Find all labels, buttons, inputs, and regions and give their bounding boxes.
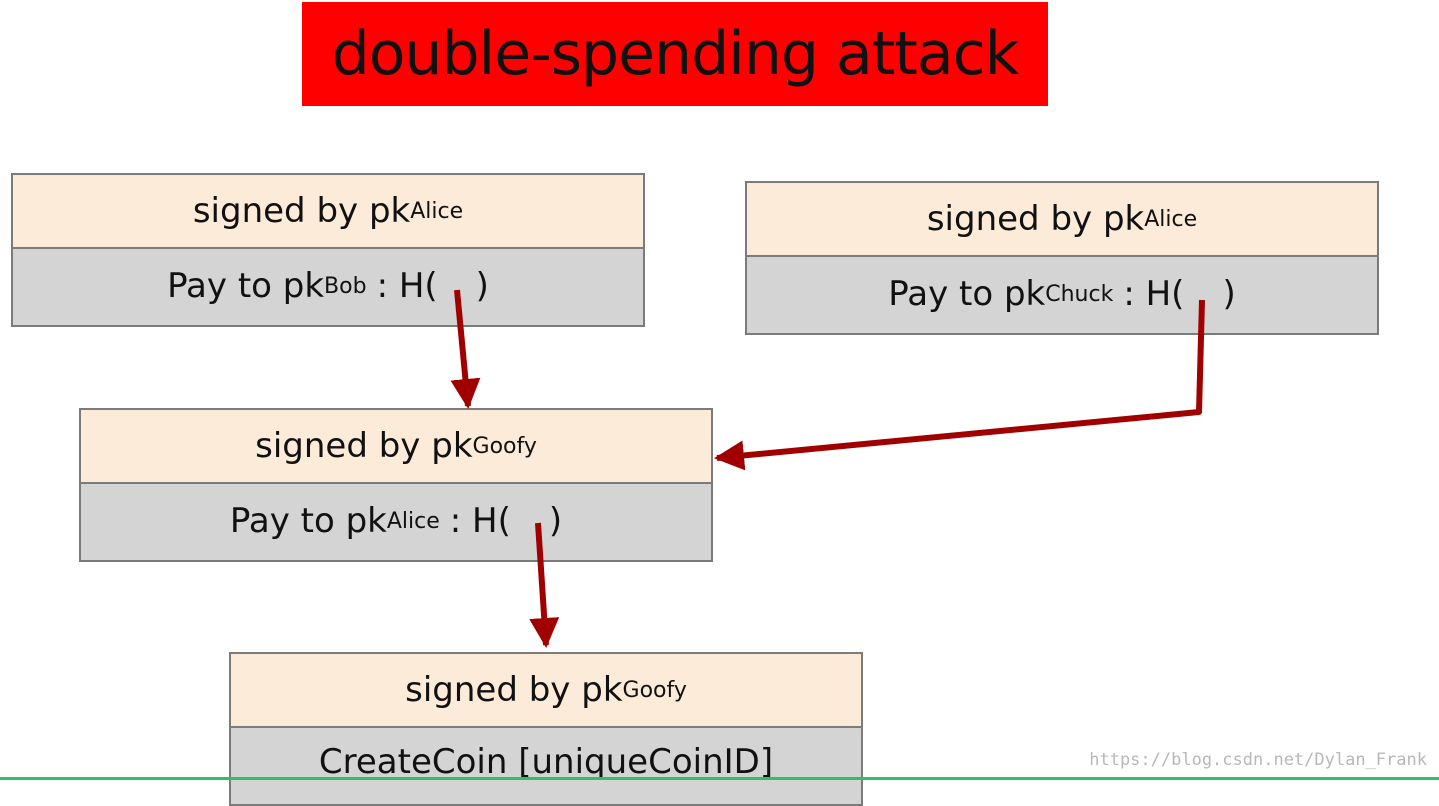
signed-by-label: signed by pk — [255, 426, 473, 466]
bottom-strip — [0, 777, 1439, 780]
payee-subscript: Alice — [386, 508, 440, 534]
hash-pointer-arrows — [450, 289, 1205, 648]
hash-close: ) — [475, 266, 489, 306]
pay-to-label: Pay to pk — [229, 501, 387, 541]
payee-subscript: Bob — [324, 273, 367, 299]
arrow-bob-to-goofy — [450, 289, 481, 409]
create-coin-label: CreateCoin [uniqueCoinID] — [318, 742, 774, 782]
hash-open: : H( — [376, 266, 438, 306]
signed-by-label: signed by pk — [926, 199, 1145, 239]
pay-to-label: Pay to pk — [888, 274, 1046, 314]
signed-by-label: signed by pk — [192, 191, 411, 231]
signer-subscript: Goofy — [472, 433, 537, 459]
signer-subscript: Alice — [410, 198, 464, 224]
hash-open: : H( — [1123, 274, 1185, 314]
arrow-goofy-to-createcoin — [529, 522, 560, 648]
signed-by-label: signed by pk — [405, 670, 623, 710]
tx-create-row: CreateCoin [uniqueCoinID] — [231, 728, 861, 802]
hash-open: : H( — [449, 501, 511, 541]
hash-close: ) — [548, 501, 563, 541]
watermark-text: https://blog.csdn.net/Dylan_Frank — [1089, 750, 1427, 770]
arrow-chuck-to-goofy — [714, 299, 1205, 471]
hash-close: ) — [1222, 274, 1236, 314]
signer-subscript: Alice — [1144, 206, 1198, 232]
slide-title: double-spending attack — [302, 2, 1048, 106]
payee-subscript: Chuck — [1045, 281, 1114, 307]
signer-subscript: Goofy — [622, 677, 687, 703]
pay-to-label: Pay to pk — [167, 266, 325, 306]
